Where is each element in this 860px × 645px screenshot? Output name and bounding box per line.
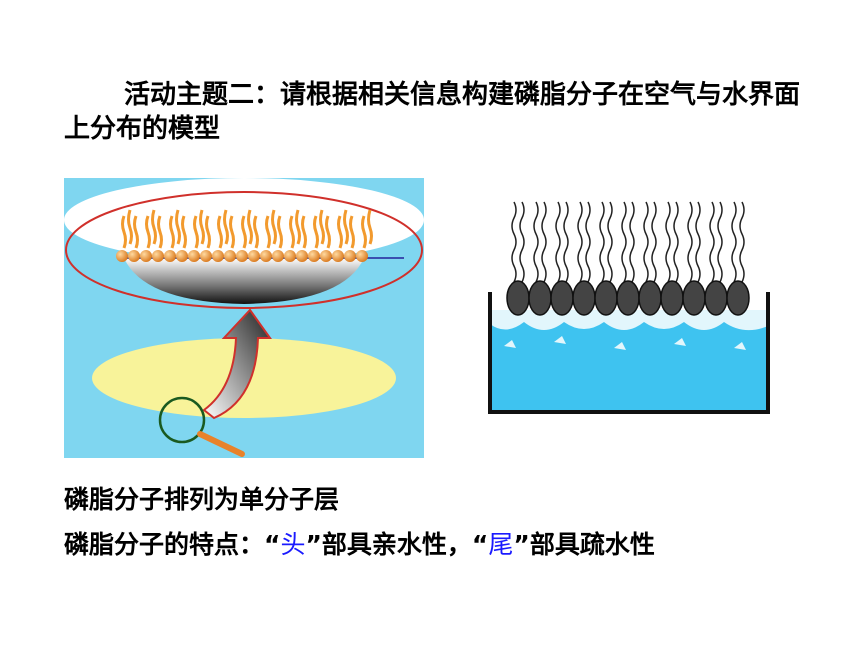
surface-slice xyxy=(124,258,364,304)
tank-outline xyxy=(488,292,770,414)
magnify-arrow-icon xyxy=(202,308,272,420)
quote-close-2: ” xyxy=(513,530,530,559)
feature-suffix: 部具疏水性 xyxy=(529,530,655,559)
quote-close-1: ” xyxy=(305,530,322,559)
quote-open-2: “ xyxy=(471,530,489,559)
feature-prefix: 磷脂分子的特点： xyxy=(64,530,265,559)
tail-word: 尾 xyxy=(488,530,514,559)
feature-statement: 磷脂分子的特点：“头”部具亲水性，“尾”部具疏水性 xyxy=(64,525,655,561)
lipid-heads xyxy=(116,250,368,262)
lipid-heads-right xyxy=(506,280,750,316)
magnifier-icon xyxy=(158,396,206,444)
quote-open-1: “ xyxy=(264,530,281,559)
tank-model-figure xyxy=(488,201,770,414)
magnify-ellipse xyxy=(65,191,423,309)
monolayer-statement: 磷脂分子排列为单分子层 xyxy=(64,485,340,514)
monolayer-magnified-figure xyxy=(64,178,424,458)
lipid-tails xyxy=(121,209,373,249)
lipid-tails-right xyxy=(511,201,745,283)
head-word: 头 xyxy=(280,530,306,559)
slide-title: 活动主题二：请根据相关信息构建磷脂分子在空气与水界面上分布的模型 xyxy=(64,78,804,146)
title-text: 活动主题二：请根据相关信息构建磷脂分子在空气与水界面上分布的模型 xyxy=(64,80,801,144)
feature-middle: 部具亲水性， xyxy=(321,530,472,559)
